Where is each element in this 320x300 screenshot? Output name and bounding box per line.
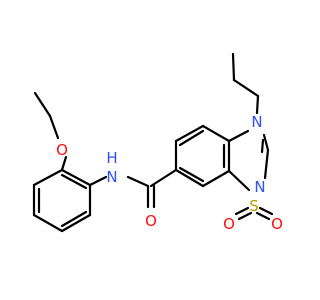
bond <box>263 148 270 180</box>
bond <box>255 211 271 221</box>
ring-nitrogen-4-label: N <box>251 113 262 131</box>
ring-nitrogen-2-label: N <box>254 178 265 196</box>
sulfonyl-oxygen-left-label: O <box>223 215 235 233</box>
bond <box>227 129 250 143</box>
bond <box>32 168 64 187</box>
bond <box>88 175 108 187</box>
bond <box>201 169 231 188</box>
bond <box>262 133 270 152</box>
amide-hydrogen-label: H <box>106 149 117 167</box>
bond <box>258 206 274 216</box>
bond <box>260 138 265 154</box>
bond <box>60 168 92 187</box>
amide-oxygen-label: O <box>145 212 157 230</box>
sulfur-label: S <box>249 197 259 215</box>
amide-nitrogen-label: N <box>106 168 117 186</box>
ether-oxygen-label: O <box>56 141 68 159</box>
bond <box>174 168 205 188</box>
bond <box>178 166 205 183</box>
bond <box>174 124 205 143</box>
bond <box>227 169 251 192</box>
bond <box>33 91 52 118</box>
bond <box>60 210 88 228</box>
bond <box>60 173 88 190</box>
bond <box>178 129 205 147</box>
bond <box>32 213 64 233</box>
bond <box>237 211 253 221</box>
bond <box>232 78 260 98</box>
structure-svg: O N H N N S O O O <box>32 52 283 233</box>
bond <box>231 52 236 82</box>
bond <box>234 206 250 216</box>
bond <box>201 124 231 143</box>
sulfonyl-oxygen-right-label: O <box>271 215 283 233</box>
bond <box>149 168 178 188</box>
bond <box>255 94 260 115</box>
bond <box>60 155 68 172</box>
bond <box>126 175 150 188</box>
bond <box>48 114 60 140</box>
bond <box>60 213 92 233</box>
molecule-diagram: O N H N N S O O O <box>32 52 283 233</box>
